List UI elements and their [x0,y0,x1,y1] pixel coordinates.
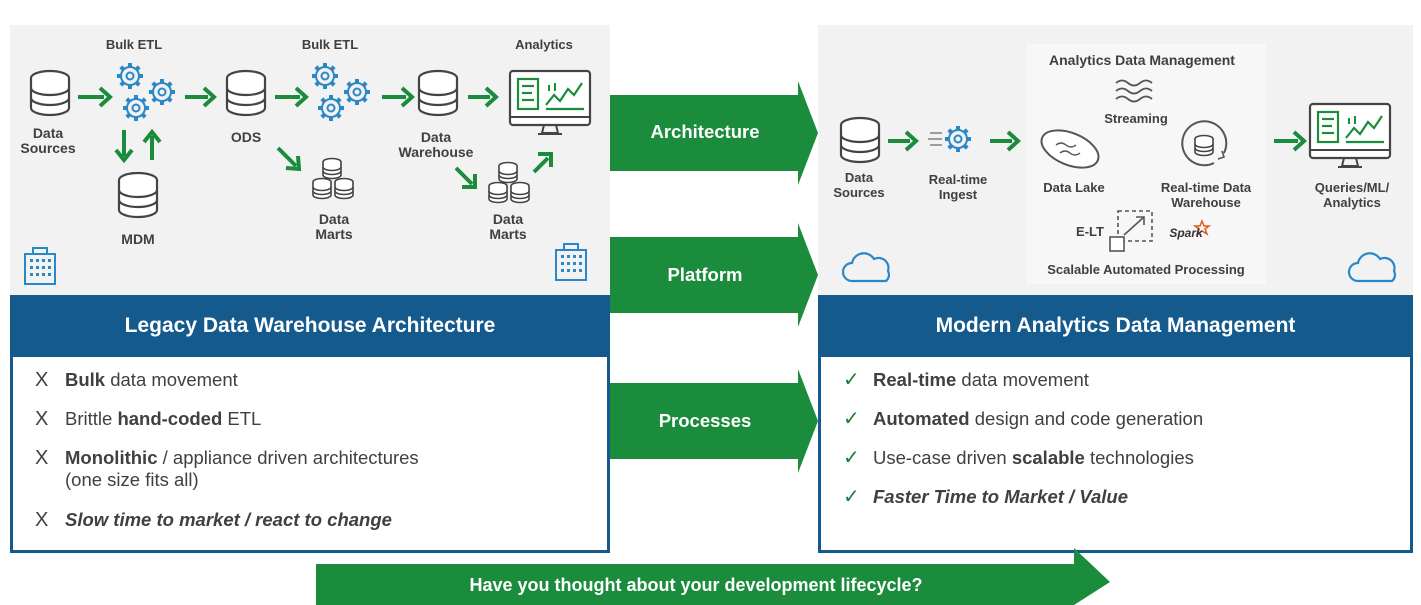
modern-diagram-graphics [839,79,1397,283]
modern-data-sources-db-icon [839,116,881,164]
building-icon [24,247,56,285]
modern-item: ✓Automated design and code generation [843,408,1204,430]
ods-label: ODS [230,129,262,145]
x-mark-icon: X [35,447,49,469]
scalable-processing-label: Scalable Automated Processing [1047,262,1245,277]
legacy-title-banner: Legacy Data Warehouse Architecture [10,295,610,357]
cloud-icon [841,252,891,283]
bulk-etl-gears-icon [115,61,177,123]
bulk-etl-label-2: Bulk ETL [301,37,359,52]
processes-label: Processes [658,410,752,431]
legacy-diagram-graphics [24,61,592,285]
cloud-icon-2 [1347,252,1397,283]
architecture-arrow [610,81,818,185]
data-lake-icon [1040,129,1100,169]
platform-label: Platform [667,264,743,285]
adm-title: Analytics Data Management [1049,52,1235,68]
x-mark-icon: X [35,369,49,391]
data-marts-db-icon [312,157,354,200]
spark-star-icon [1192,218,1212,236]
x-mark-icon: X [35,509,49,531]
bulk-etl-label-1: Bulk ETL [105,37,163,52]
processes-arrow [610,369,818,473]
queries-label: Queries/ML/Analytics [1314,180,1390,210]
data-marts-db-icon-2 [488,161,530,204]
elt-icon [1109,210,1153,252]
bottom-banner-arrow [316,548,1110,605]
center-arrows [610,81,818,473]
streaming-label: Streaming [1104,111,1168,126]
modern-item: ✓Real-time data movement [843,369,1089,391]
check-mark-icon: ✓ [843,408,860,430]
architecture-label: Architecture [650,121,760,142]
mdm-db-icon [117,171,159,219]
check-mark-icon: ✓ [843,369,860,391]
data-warehouse-db-icon [417,69,459,117]
mdm-sync-arrows-icon [114,128,162,164]
elt-label: E-LT [1076,224,1104,239]
modern-list-box: ✓Real-time data movement ✓Automated desi… [818,357,1413,553]
ods-db-icon [225,69,267,117]
modern-title-banner: Modern Analytics Data Management [818,295,1413,357]
x-mark-icon: X [35,408,49,430]
check-mark-icon: ✓ [843,486,860,508]
bulk-etl-gears-icon-2 [310,61,372,123]
realtime-dw-icon [1181,120,1228,167]
legacy-diagram-panel [10,25,610,295]
analytics-monitor-icon [508,69,592,136]
queries-monitor-icon [1308,102,1392,169]
data-sources-db-icon [29,69,71,117]
modern-item: ✓Use-case driven scalable technologies [843,447,1194,469]
mdm-label: MDM [121,231,155,247]
ingest-gear-icon [928,124,973,154]
streaming-icon [1115,79,1153,103]
modern-item: ✓Faster Time to Market / Value [843,486,1128,508]
bottom-banner-text: Have you thought about your development … [469,575,923,595]
platform-arrow [610,223,818,327]
data-lake-label: Data Lake [1043,180,1105,195]
check-mark-icon: ✓ [843,447,860,469]
building-icon-2 [555,243,587,281]
analytics-label: Analytics [515,37,573,52]
spark-label: Spark [1169,226,1203,240]
